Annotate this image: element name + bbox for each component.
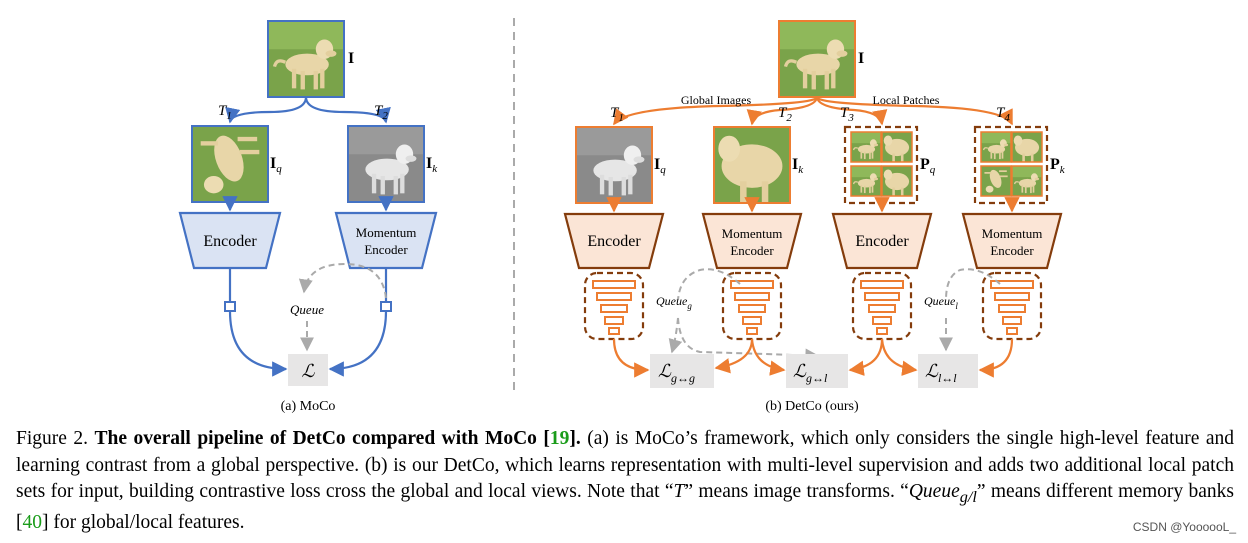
detco-branch-local: Local Patches — [873, 93, 940, 107]
caption-text-4: ] for global/local features. — [42, 512, 245, 534]
caption-text-3: ” means different memory banks [ — [16, 481, 1234, 534]
caption-bold-end: ]. — [569, 428, 581, 449]
moco-queue-label: Queue — [290, 302, 324, 317]
moco-feature-q — [224, 301, 236, 312]
caption-t-symbol: T — [673, 481, 685, 502]
moco-sub-caption: (a) MoCo — [281, 399, 336, 414]
detco-loss-ll-label: ℒl↔l — [925, 361, 957, 385]
moco-input-image — [266, 19, 346, 99]
detco-encoder-1-label: Encoder — [587, 233, 641, 250]
detco-momentum-1-label-1: Momentum — [722, 226, 783, 241]
moco-encoder: Encoder — [178, 211, 282, 270]
moco-feature-k — [380, 301, 392, 312]
detco-sub-caption: (b) DetCo (ours) — [765, 399, 859, 414]
detco-t3-label: T3 — [840, 105, 854, 124]
detco-loss-gl-label: ℒg↔l — [793, 361, 828, 385]
moco-view-q-label: Iq — [270, 155, 282, 175]
detco-loss-gg-label: ℒg↔g — [658, 361, 695, 385]
detco-loss-gl-box: ℒg↔l — [786, 354, 848, 388]
detco-feature-pyramid-3 — [851, 271, 913, 341]
detco-view-pk-label: Pk — [1050, 156, 1066, 176]
detco-encoder-2-label: Encoder — [855, 233, 909, 250]
detco-encoder-1: Encoder — [563, 212, 665, 270]
detco-feature-pyramid-2 — [721, 271, 783, 341]
moco-loss-box: ℒ — [288, 354, 328, 386]
detco-input-label: I — [858, 50, 864, 67]
moco-view-k-image — [347, 125, 425, 203]
caption-queue-sub: g/l — [959, 487, 977, 506]
moco-momentum-label-2: Encoder — [364, 242, 408, 257]
detco-t1-label: T1 — [610, 105, 624, 124]
detco-view-ik-label: Ik — [792, 156, 804, 176]
detco-view-pq-patches — [843, 125, 919, 205]
moco-encoder-label: Encoder — [203, 233, 257, 250]
moco-arrow-t2 — [304, 96, 391, 124]
detco-queue-l-label: Queuel — [924, 294, 958, 311]
detco-view-iq-label: Iq — [654, 156, 666, 176]
detco-panel: I Global Images Local Patches T1 T2 T3 T… — [563, 19, 1066, 414]
moco-t2-label: T2 — [374, 103, 388, 122]
detco-queue-g-arrow-1 — [668, 317, 683, 354]
detco-momentum-2-label-1: Momentum — [982, 226, 1043, 241]
detco-t4-label: T4 — [996, 105, 1010, 124]
figure-caption: Figure 2. The overall pipeline of DetCo … — [16, 426, 1234, 537]
moco-loss-label: ℒ — [302, 361, 316, 381]
caption-ref-40[interactable]: 40 — [22, 512, 43, 534]
moco-panel: I T1 T2 Iq Ik Encoder Momentum Encoder — [178, 19, 438, 414]
caption-ref-19[interactable]: 19 — [549, 428, 570, 449]
detco-momentum-2-label-2: Encoder — [990, 243, 1034, 258]
detco-momentum-encoder-2: Momentum Encoder — [961, 212, 1063, 270]
detco-branch-global: Global Images — [681, 93, 752, 107]
caption-queue-symbol: Queue — [908, 481, 960, 502]
moco-t1-label: T1 — [218, 103, 232, 122]
moco-view-k-label: Ik — [426, 155, 438, 175]
moco-arrow-t1 — [225, 96, 308, 124]
detco-input-image — [777, 19, 857, 99]
detco-queue-g-label: Queueg — [656, 294, 692, 311]
detco-momentum-1-label-2: Encoder — [730, 243, 774, 258]
detco-feature-pyramid-1 — [583, 271, 645, 341]
detco-momentum-encoder-1: Momentum Encoder — [701, 212, 803, 270]
moco-input-label: I — [348, 50, 354, 67]
watermark: CSDN @YoooooL_ — [1132, 520, 1236, 534]
moco-momentum-encoder: Momentum Encoder — [334, 211, 438, 270]
caption-prefix: Figure 2. — [16, 428, 95, 449]
detco-view-ik-image — [713, 126, 791, 204]
moco-momentum-label-1: Momentum — [356, 225, 417, 240]
detco-view-iq-image — [575, 126, 653, 204]
detco-loss-ll-box: ℒl↔l — [918, 354, 978, 388]
detco-feature-pyramid-4 — [981, 271, 1043, 341]
caption-text-2: ” means image transforms. “ — [684, 481, 909, 502]
moco-view-q-image — [191, 125, 269, 203]
detco-t2-label: T2 — [778, 105, 792, 124]
detco-loss-gg-box: ℒg↔g — [650, 354, 714, 388]
caption-bold: The overall pipeline of DetCo compared w… — [94, 428, 550, 449]
detco-encoder-2: Encoder — [831, 212, 933, 270]
detco-view-pq-label: Pq — [920, 156, 936, 176]
detco-view-pk-patches — [973, 125, 1049, 205]
caption-text-1: (a) is MoCo’s framework, which only cons… — [16, 428, 1234, 502]
